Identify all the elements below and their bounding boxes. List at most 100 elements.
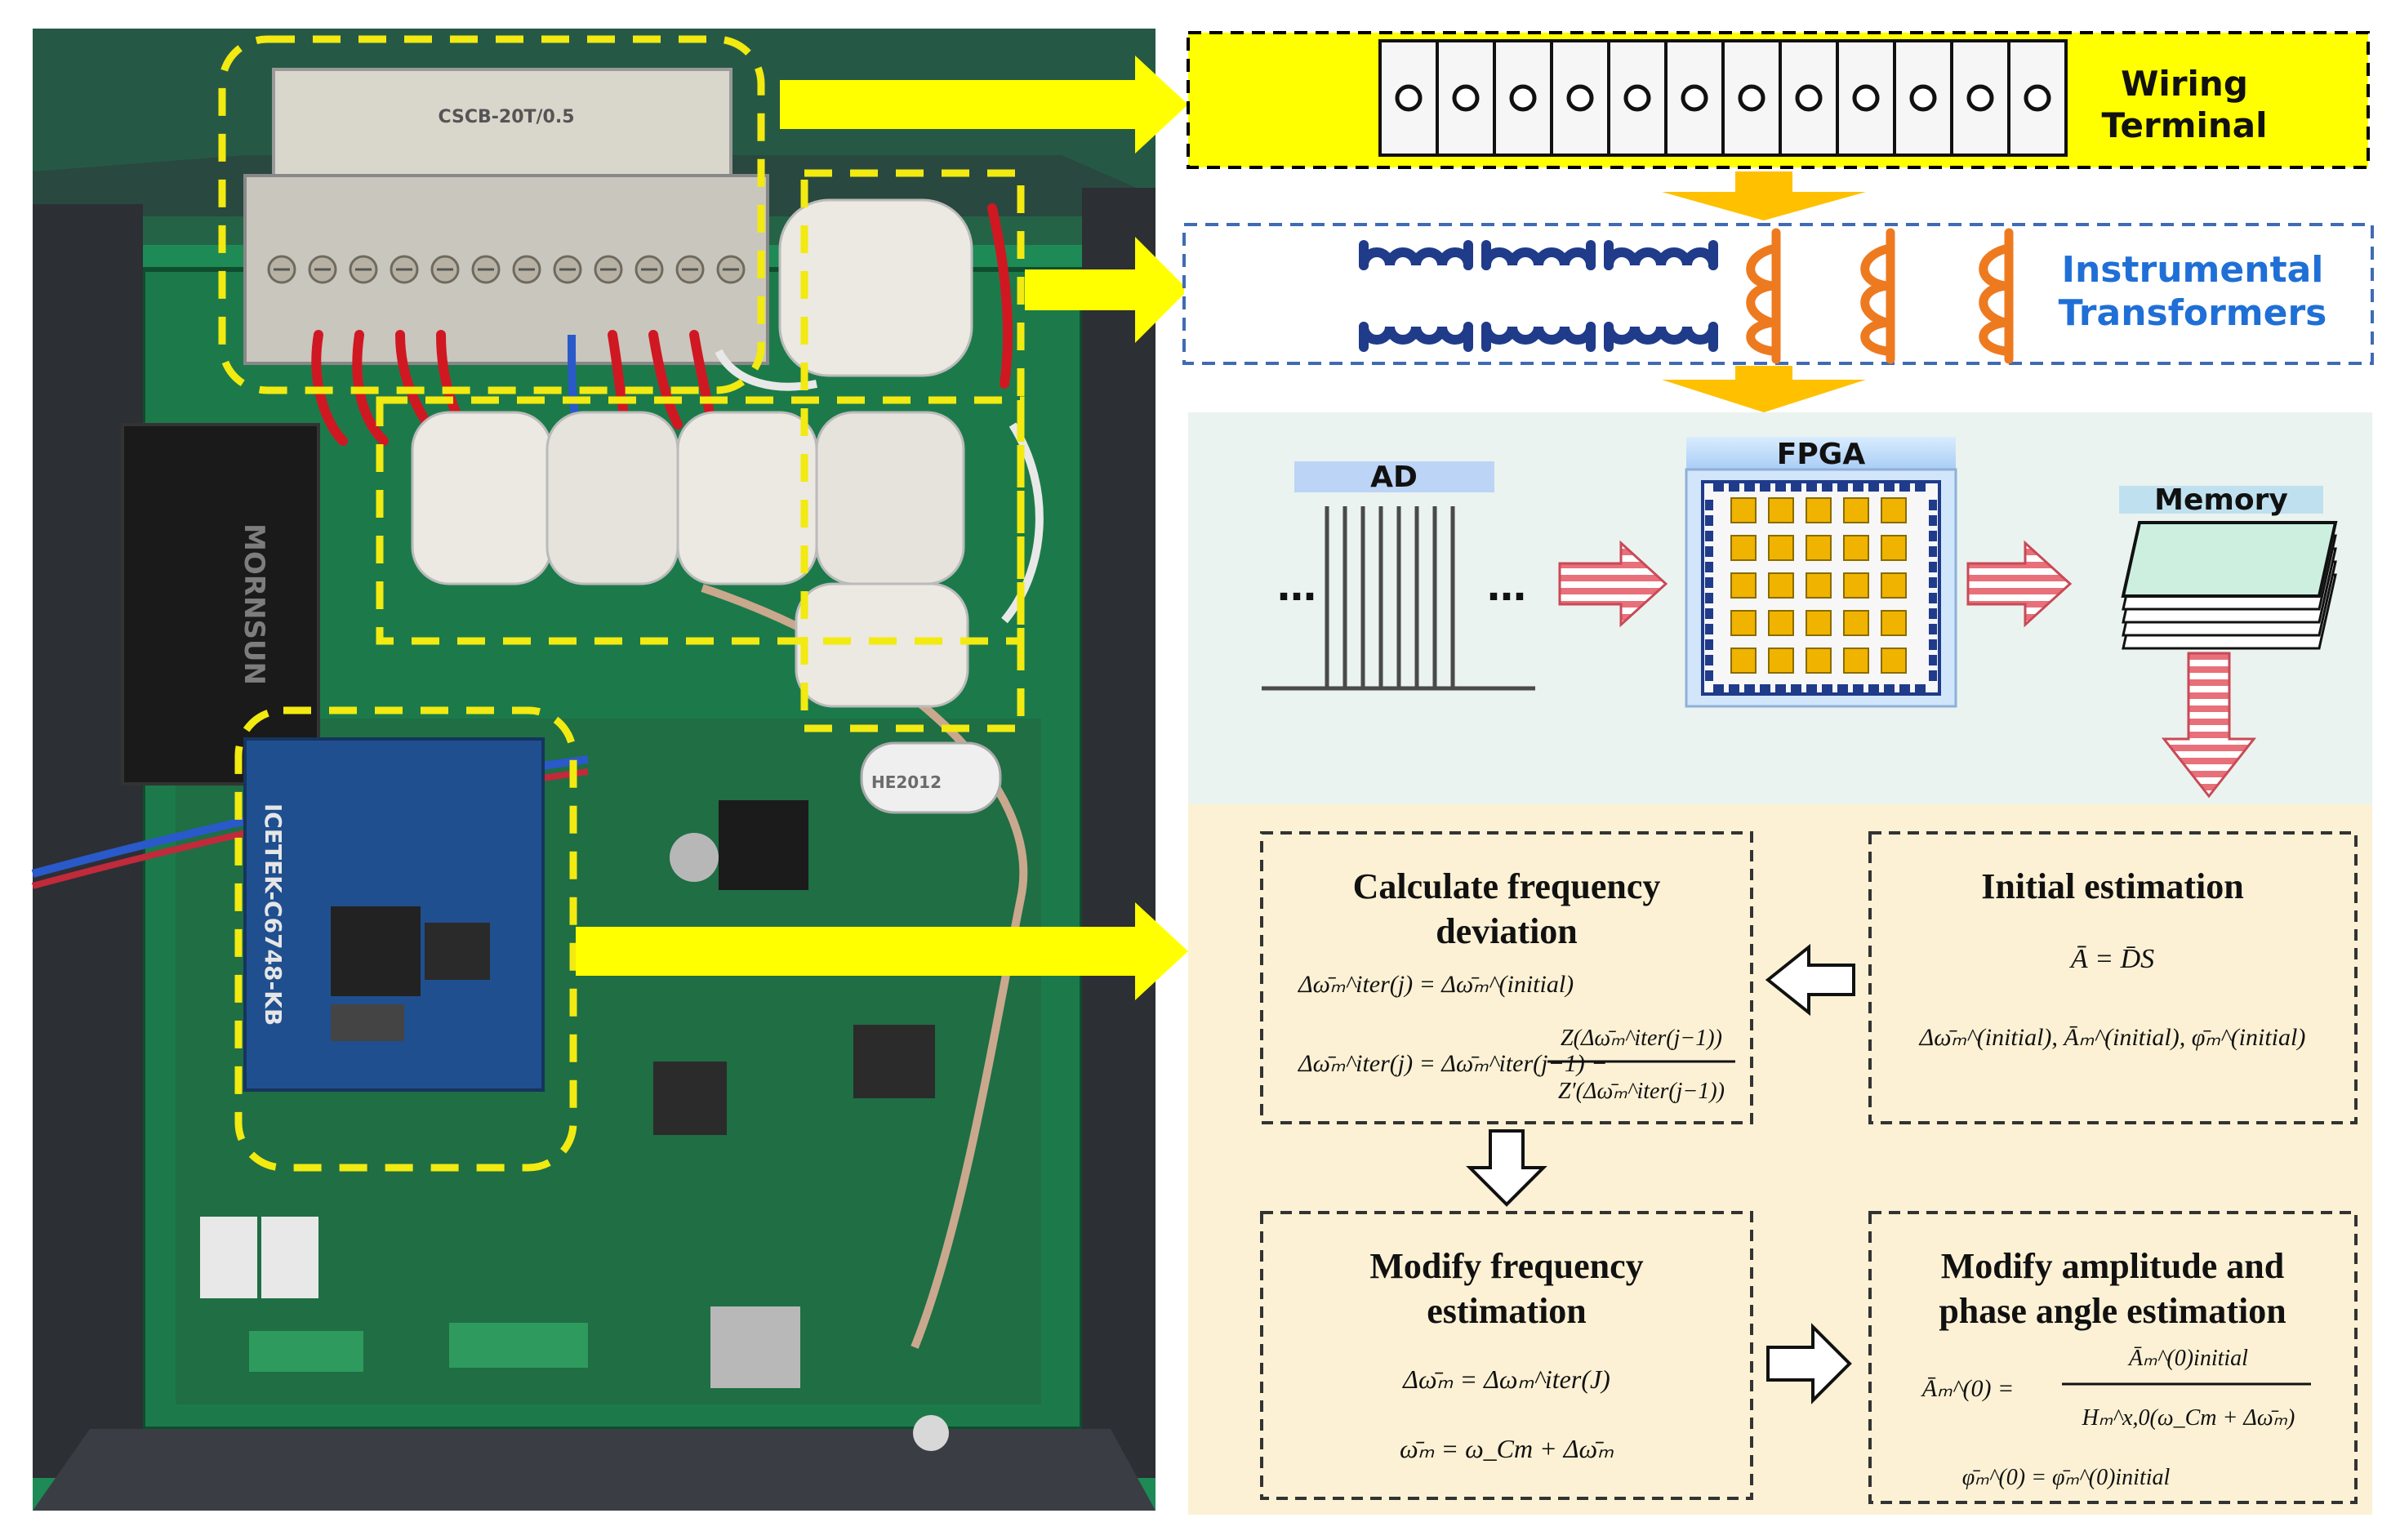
fpga-io-pad	[1853, 483, 1863, 492]
ct-winding	[1860, 244, 1891, 356]
fpga-logic-block	[1730, 572, 1757, 599]
fpga-io-pad	[1705, 655, 1713, 665]
fpga-label: FPGA	[1777, 438, 1866, 471]
vt-primary-winding	[1481, 247, 1596, 270]
striped-arrow-ad-fpga	[1558, 540, 1668, 628]
fpga-io-pad	[1729, 684, 1739, 692]
modfreq-title-line1: Modify frequency	[1369, 1246, 1643, 1286]
fpga-io-pad	[1884, 483, 1895, 492]
highlight-dsp-board	[234, 706, 577, 1172]
fpga-logic-block	[1843, 535, 1869, 561]
box-initial-estimation: Initial estimation Ā = D̄S Δω̄ₘ^(initial…	[1868, 831, 2358, 1124]
initial-title: Initial estimation	[1981, 866, 2243, 906]
terminal-slot-hole	[1852, 84, 1880, 112]
fpga-io-pad	[1705, 531, 1713, 541]
box-calculate-frequency-deviation: Calculate frequency deviation Δω̄ₘ^iter(…	[1260, 831, 1753, 1124]
ct-winding	[1979, 244, 2010, 356]
terminal-slot-hole	[1681, 84, 1708, 112]
fpga-logic-blocks	[1705, 483, 1937, 692]
hollow-arrow-modfreq-to-modamp	[1766, 1323, 1852, 1404]
fpga-io-pad	[1929, 500, 1937, 510]
fpga-io-pad	[1806, 684, 1817, 692]
fpga-logic-block	[1881, 610, 1907, 636]
fpga-logic-block	[1806, 648, 1832, 674]
pcb-label-terminal-model: CSCB-20T/0.5	[438, 107, 574, 127]
pcb-label-dsp-board: ICETEK-C6748-KB	[260, 803, 287, 1026]
hollow-arrow-calc-to-modify	[1466, 1129, 1547, 1207]
photo-highlights	[218, 35, 1025, 1172]
fpga-logic-block	[1806, 497, 1832, 523]
fpga-io-pad	[1744, 684, 1755, 692]
modfreq-eq2: ω̄ₘ = ω_Cm + Δω̄ₘ	[1400, 1434, 1614, 1463]
memory-label: Memory	[2154, 483, 2288, 517]
ad-ellipsis-left: …	[1277, 564, 1316, 610]
calc-title-line1: Calculate frequency	[1353, 866, 1661, 906]
box-modify-amplitude-phase: Modify amplitude and phase angle estimat…	[1868, 1211, 2358, 1504]
calc-eq2-den: Z′(Δω̄ₘ^iter(j−1))	[1558, 1079, 1725, 1104]
fpga-io-pad	[1705, 593, 1713, 603]
voltage-transformer-symbols	[1359, 240, 1718, 352]
arrow-to-dsp	[576, 902, 1188, 1000]
vt-primary-winding	[1359, 247, 1473, 270]
fpga-io-pad	[1705, 515, 1713, 526]
terminal-slot-hole	[1566, 84, 1594, 112]
calc-eq2-num: Z(Δω̄ₘ^iter(j−1))	[1561, 1026, 1722, 1051]
fpga-io-pad	[1822, 483, 1832, 492]
terminal-screws	[267, 255, 746, 284]
fpga-io-pad	[1791, 483, 1801, 492]
fpga-io-pad	[1729, 483, 1739, 492]
fpga-logic-block	[1881, 648, 1907, 674]
terminal-slot-hole	[1795, 84, 1823, 112]
instrument-transformers-panel: Instrumental Transformers	[1182, 223, 2374, 365]
fpga-io-pad	[1929, 670, 1937, 681]
striped-arrow-memory-down	[2161, 652, 2257, 799]
modamp-title-line1: Modify amplitude and	[1941, 1246, 2285, 1286]
acquisition-panel: AD … … FPGA Memory	[1188, 412, 2372, 804]
fpga-io-pad	[1705, 562, 1713, 572]
estimation-panel: Calculate frequency deviation Δω̄ₘ^iter(…	[1188, 804, 2372, 1515]
initial-eq1: Ā = D̄S	[2069, 944, 2154, 974]
fpga-logic-block	[1768, 535, 1794, 561]
fpga-logic-block	[1768, 497, 1794, 523]
fpga-logic-block	[1843, 648, 1869, 674]
vt-primary-winding	[1604, 247, 1718, 270]
fpga-io-pad	[1929, 639, 1937, 650]
fpga-io-pad	[1899, 684, 1910, 692]
fpga-io-pad	[1705, 670, 1713, 681]
fpga-io-pad	[1915, 483, 1926, 492]
device-photo: MORNSUN CSCB-20T/0.5	[31, 29, 1155, 1511]
modfreq-title-line2: estimation	[1427, 1291, 1587, 1331]
terminal-slot-hole	[1909, 84, 1937, 112]
modamp-eq2: φ̄ₘ^(0) = φ̄ₘ^(0)initial	[1962, 1465, 2171, 1490]
calc-eq1: Δω̄ₘ^iter(j) = Δω̄ₘ^(initial)	[1298, 971, 1574, 998]
fpga-io-pad	[1868, 684, 1879, 692]
fpga-io-pad	[1853, 684, 1863, 692]
terminal-slot-hole	[1509, 84, 1537, 112]
highlight-wiring-terminal	[218, 35, 765, 394]
fpga-logic-block	[1768, 648, 1794, 674]
fpga-io-pad	[1705, 500, 1713, 510]
fpga-logic-block	[1881, 572, 1907, 599]
fpga-logic-block	[1881, 535, 1907, 561]
fpga-io-pad	[1929, 531, 1937, 541]
striped-arrow-fpga-memory	[1966, 540, 2073, 628]
modamp-eq1-den: Hₘ^x,0(ω_Cm + Δω̄ₘ)	[2082, 1405, 2295, 1431]
fpga-io-pad	[1705, 639, 1713, 650]
fpga-io-pad	[1705, 608, 1713, 619]
fpga-logic-block	[1806, 610, 1832, 636]
current-transformer-symbols	[1746, 228, 2014, 364]
highlight-transformers-b	[376, 396, 1025, 645]
fpga-io-pad	[1884, 684, 1895, 692]
fpga-io-pad	[1705, 577, 1713, 588]
terminal-slot-hole	[1395, 84, 1423, 112]
fpga-io-pad	[1775, 684, 1786, 692]
fpga-logic-block	[1806, 535, 1832, 561]
fpga-io-pad	[1791, 684, 1801, 692]
fpga-io-pad	[1775, 483, 1786, 492]
highlight-transformers-a	[800, 169, 1025, 732]
pcb-label-mornsun: MORNSUN	[238, 523, 270, 685]
fpga-io-pad	[1899, 483, 1910, 492]
pointer-arrows	[576, 56, 1188, 1000]
memory-top-layer	[2121, 521, 2338, 598]
